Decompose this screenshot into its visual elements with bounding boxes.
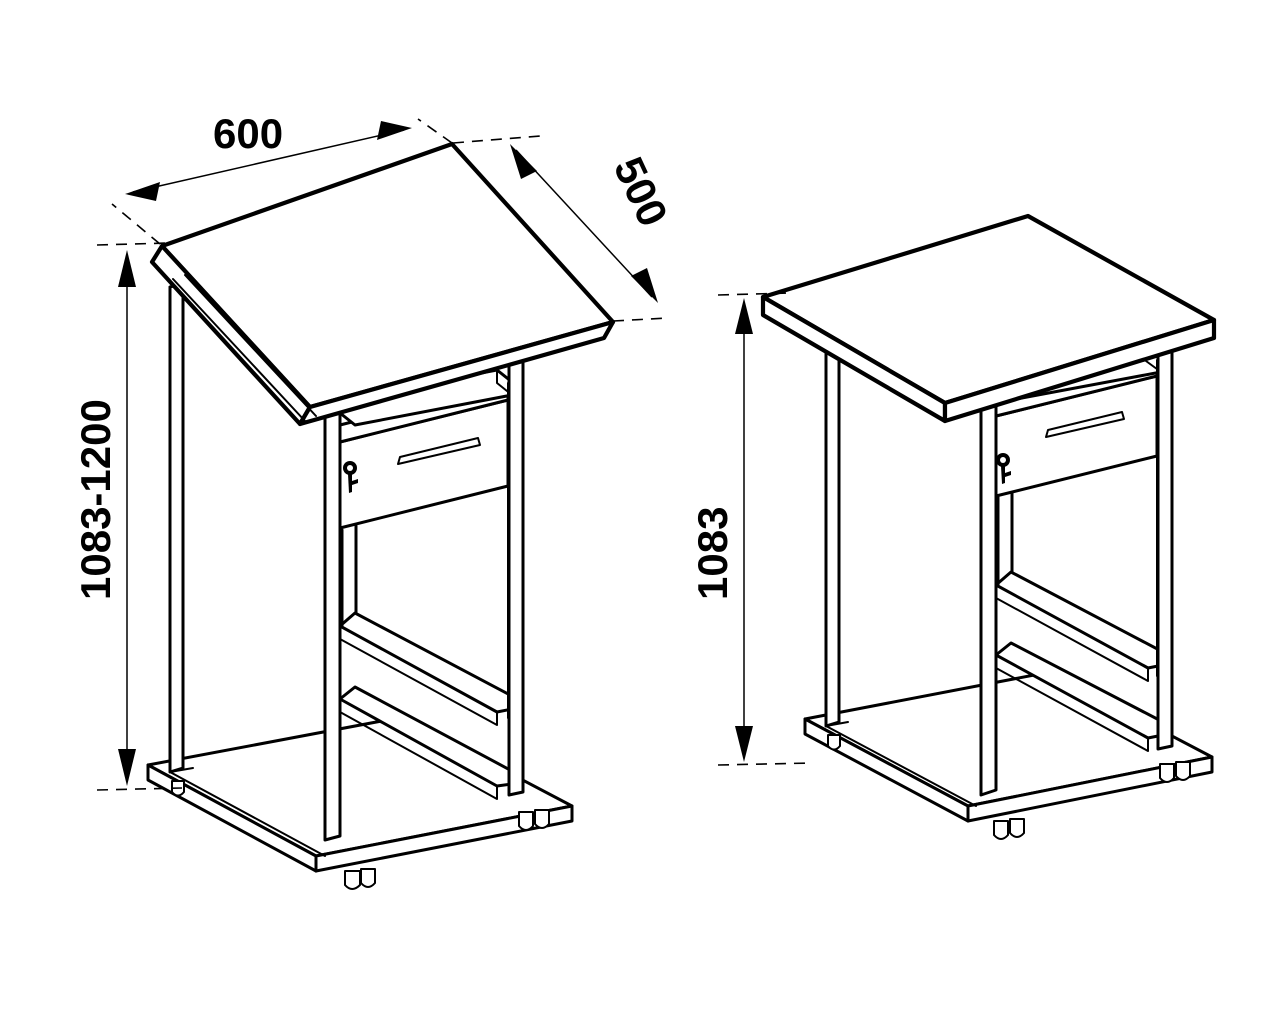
dimension-height-1083-1200: 1083-1200 xyxy=(72,242,183,791)
front-post-left xyxy=(323,376,342,842)
rear-post-right xyxy=(1156,305,1174,751)
left-side-panel xyxy=(168,281,185,774)
dimension-label-1083-1200: 1083-1200 xyxy=(72,399,119,600)
rear-post-left xyxy=(507,325,525,797)
dimension-height-1083: 1083 xyxy=(689,292,813,766)
flat-top-panel xyxy=(760,213,1217,424)
caster-wheels-left xyxy=(171,780,550,890)
dimension-label-500: 500 xyxy=(605,150,677,233)
front-post-right xyxy=(979,353,998,797)
base-platform-right xyxy=(803,670,1214,823)
sloped-top-panel xyxy=(149,141,616,427)
drawer-lock-left xyxy=(343,461,358,493)
left-side-panel-right xyxy=(824,346,841,728)
dimension-width-600: 600 xyxy=(111,110,453,245)
drawer-lock-right xyxy=(996,453,1011,484)
dimension-label-600: 600 xyxy=(213,110,283,157)
left-view-lectern-tilted xyxy=(146,141,616,890)
right-view-lectern-flat xyxy=(760,213,1217,840)
drawer-handle-left xyxy=(397,437,481,465)
dimension-label-1083: 1083 xyxy=(689,507,736,600)
caster-wheels-right xyxy=(827,734,1191,840)
drawer-handle-right xyxy=(1045,411,1125,438)
